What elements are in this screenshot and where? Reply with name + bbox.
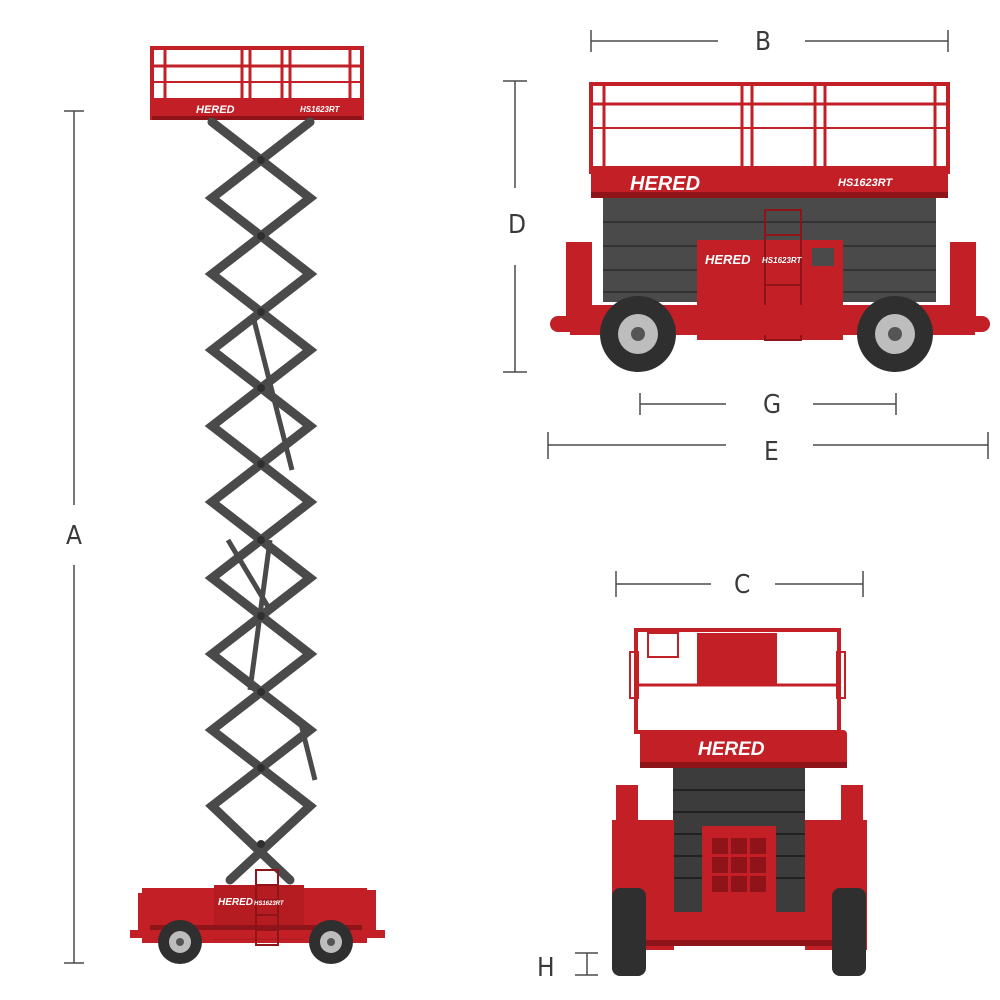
stowed-chassis-model: HS1623RT xyxy=(762,256,803,265)
dimension-c-label: C xyxy=(734,570,750,600)
dimension-h xyxy=(575,952,598,976)
stowed-platform-brand: HERED xyxy=(630,173,700,195)
scissor-pivots xyxy=(257,156,265,848)
stowed-chassis-brand: HERED xyxy=(705,252,751,267)
front-chassis xyxy=(612,785,867,950)
front-wheels xyxy=(612,888,866,976)
extended-wheels xyxy=(158,920,353,964)
dimension-g xyxy=(639,393,897,415)
dimension-d-label: D xyxy=(508,210,526,240)
dimension-h-label: H xyxy=(537,953,555,983)
dimension-c xyxy=(615,571,864,597)
front-platform: HERED xyxy=(629,628,847,768)
dimension-b xyxy=(590,30,949,52)
extended-side-view: A HERED HS1623RT xyxy=(64,46,385,964)
stowed-platform-model: HS1623RT xyxy=(838,177,893,189)
dimension-d xyxy=(503,80,527,373)
dimension-b-label: B xyxy=(755,27,771,57)
stowed-side-view: B D HERED HS1623RT xyxy=(503,27,990,467)
dimension-a-label: A xyxy=(66,521,82,551)
scissor-stack xyxy=(204,117,318,885)
chassis-model-label: HS1623RT xyxy=(254,901,285,907)
dimension-e-label: E xyxy=(764,437,779,467)
dimension-a xyxy=(64,110,84,964)
platform-brand-label: HERED xyxy=(196,104,235,116)
dimension-g-label: G xyxy=(763,390,781,420)
front-brand-label: HERED xyxy=(698,739,765,760)
extended-platform: HERED HS1623RT xyxy=(150,46,364,120)
stowed-platform: HERED HS1623RT xyxy=(589,82,950,198)
front-view: C HERED xyxy=(537,570,867,983)
stowed-wheels xyxy=(600,296,933,372)
platform-model-label: HS1623RT xyxy=(300,105,341,114)
chassis-brand-label: HERED xyxy=(218,897,253,908)
dimension-e xyxy=(547,432,989,459)
